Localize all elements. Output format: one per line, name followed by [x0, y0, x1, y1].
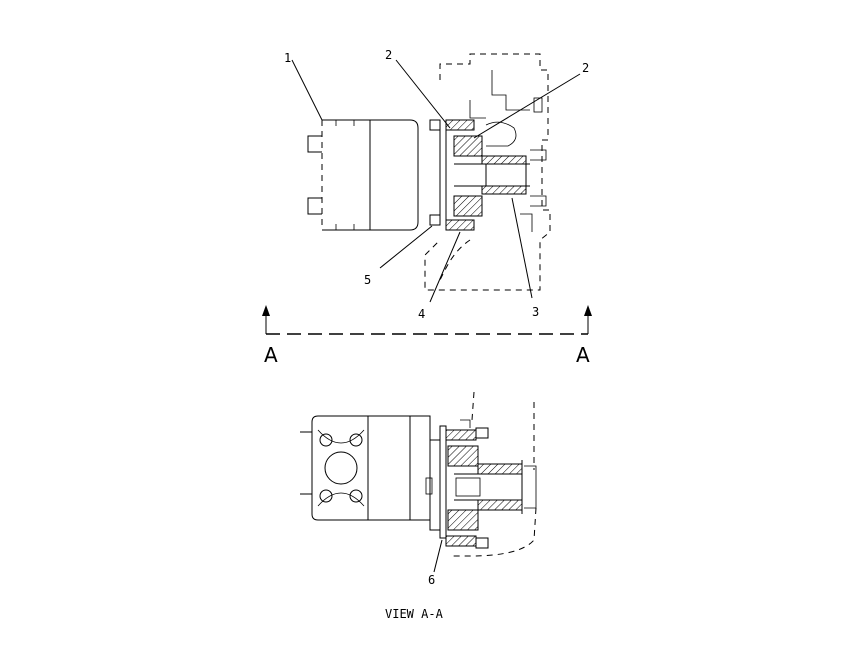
view-caption: VIEW A-A: [385, 607, 444, 621]
callout-5: 5: [364, 273, 371, 287]
section-letter-right: A: [576, 343, 590, 367]
callout-3: 3: [532, 305, 539, 319]
housing-outline: [424, 53, 551, 291]
pump-end-view: [300, 415, 433, 521]
top-view: 1 2 2 3 4 5: [284, 48, 589, 321]
adapter-flange: [429, 119, 530, 231]
callout-6: 6: [428, 573, 435, 587]
view-a-a: 6: [300, 391, 537, 587]
callout-1: 1: [284, 51, 291, 65]
pump-body: [307, 119, 419, 231]
callout-2b: 2: [582, 61, 589, 75]
callout-2a: 2: [385, 48, 392, 62]
adapter-section: [429, 419, 537, 549]
section-line: A A: [262, 305, 592, 367]
section-letter-left: A: [264, 343, 278, 367]
callout-4: 4: [418, 307, 425, 321]
